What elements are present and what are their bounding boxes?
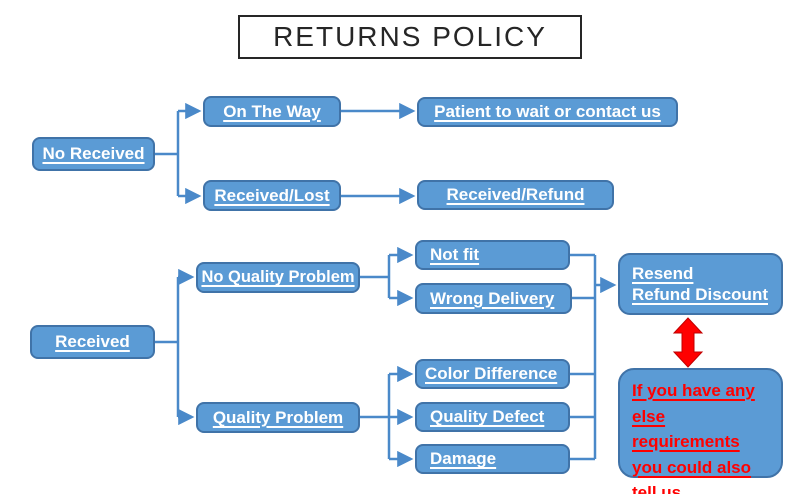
page-title: RETURNS POLICY xyxy=(238,15,582,59)
node-no-quality-problem: No Quality Problem xyxy=(196,262,360,293)
node-on-the-way: On The Way xyxy=(203,96,341,127)
red-double-arrow xyxy=(672,317,704,368)
node-resend-refund-discount: Resend Refund Discount xyxy=(618,253,783,315)
node-color-difference: Color Difference xyxy=(415,359,570,389)
node-received-lost: Received/Lost xyxy=(203,180,341,211)
node-damage: Damage xyxy=(415,444,570,474)
node-no-received: No Received xyxy=(32,137,155,171)
node-other-requirements-note: If you have any else requirements you co… xyxy=(618,368,783,494)
node-patient-to-wait: Patient to wait or contact us xyxy=(417,97,678,127)
node-not-fit: Not fit xyxy=(415,240,570,270)
node-received-refund: Received/Refund xyxy=(417,180,614,210)
node-quality-problem: Quality Problem xyxy=(196,402,360,433)
node-quality-defect: Quality Defect xyxy=(415,402,570,432)
node-received: Received xyxy=(30,325,155,359)
node-wrong-delivery: Wrong Delivery xyxy=(415,283,572,314)
